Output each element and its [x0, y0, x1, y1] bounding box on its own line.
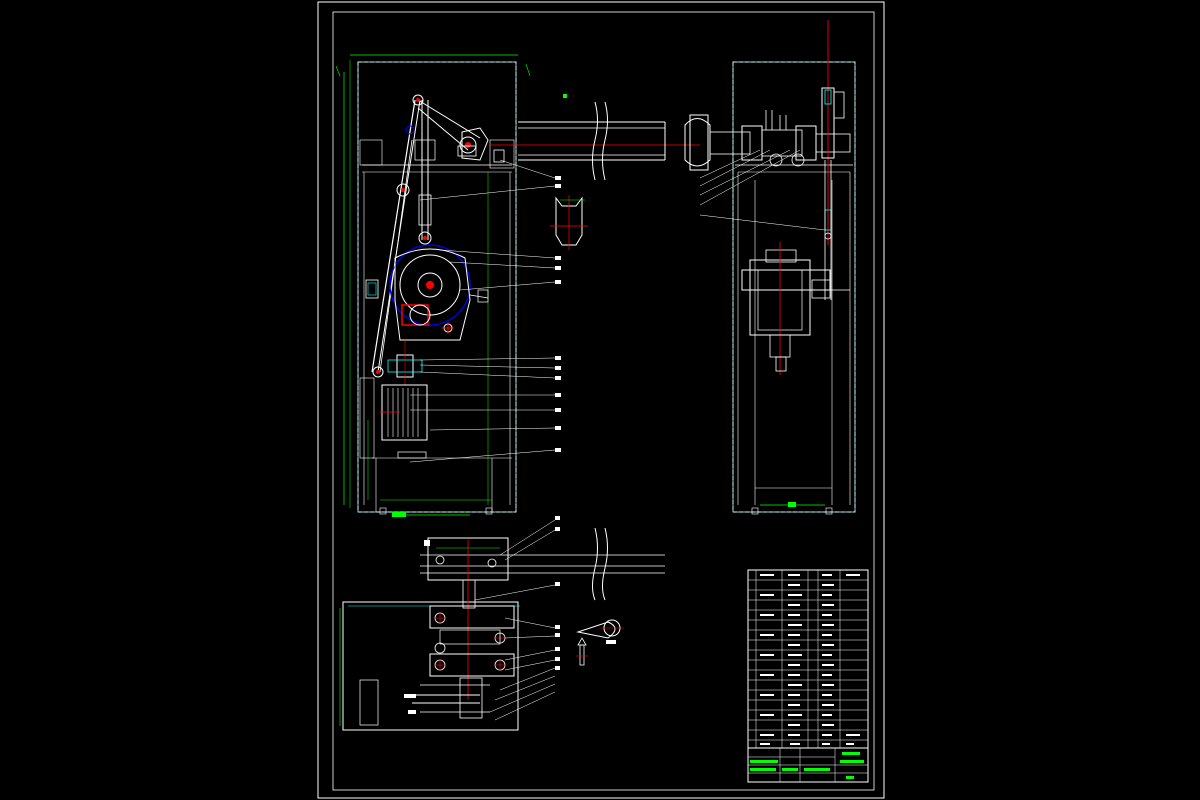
section-detail [550, 94, 588, 250]
shaft-break [518, 101, 666, 181]
plan-view [339, 516, 665, 731]
detail-parts [576, 619, 624, 666]
sheet-inner-border [332, 11, 875, 791]
side-view [684, 20, 856, 515]
title-block [747, 569, 869, 783]
sheet-outer-border [317, 1, 885, 799]
front-view [335, 54, 700, 517]
